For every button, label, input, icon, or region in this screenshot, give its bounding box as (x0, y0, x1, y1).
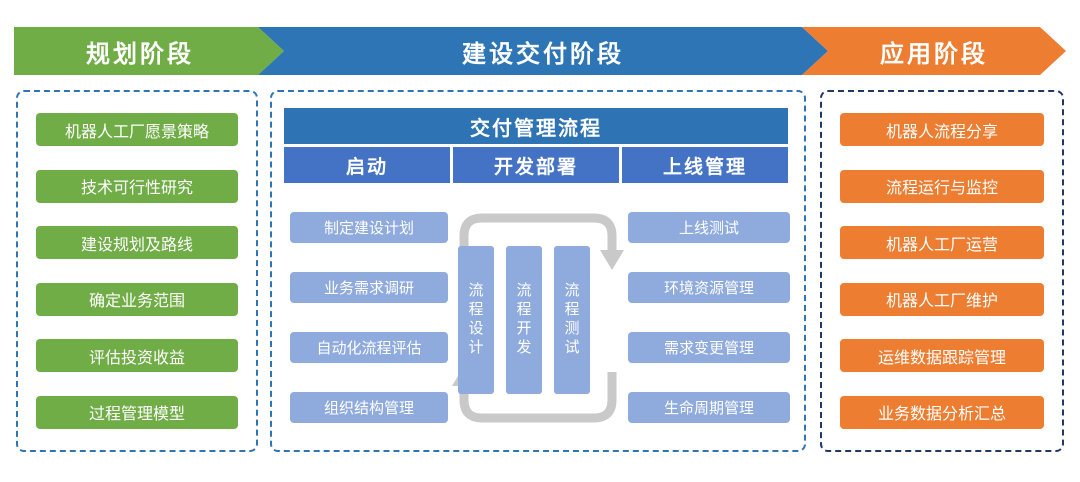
dev-cycle: 流程设计 流程开发 流程测试 (450, 204, 626, 432)
delivery-column-headers: 启动 开发部署 上线管理 (284, 147, 788, 183)
cycle-step: 流程设计 (458, 246, 494, 394)
column-header-online: 上线管理 (619, 147, 788, 183)
delivery-title: 交付管理流程 (284, 108, 788, 144)
phase-banner-planning: 规划阶段 (14, 27, 284, 75)
start-step: 自动化流程评估 (290, 332, 448, 363)
application-item: 业务数据分析汇总 (840, 395, 1044, 429)
online-step: 环境资源管理 (628, 272, 790, 303)
phase-banner-application: 应用阶段 (802, 27, 1066, 75)
planning-item: 过程管理模型 (36, 395, 238, 429)
online-step: 生命周期管理 (628, 392, 790, 423)
online-step: 上线测试 (628, 212, 790, 243)
start-step: 组织结构管理 (290, 392, 448, 423)
planning-item: 评估投资收益 (36, 339, 238, 373)
start-step: 制定建设计划 (290, 212, 448, 243)
application-item: 机器人工厂运营 (840, 226, 1044, 260)
online-step: 需求变更管理 (628, 332, 790, 363)
application-item: 机器人工厂维护 (840, 282, 1044, 316)
planning-item: 机器人工厂愿景策略 (36, 113, 238, 146)
start-step: 业务需求调研 (290, 272, 448, 303)
application-item: 机器人流程分享 (840, 113, 1044, 146)
phase-banner-delivery: 建设交付阶段 (258, 27, 828, 75)
cycle-step: 流程开发 (506, 246, 542, 394)
delivery-panel: 交付管理流程 启动 开发部署 上线管理 制定建设计划 业务需求调研 自动化流程评… (270, 90, 806, 452)
cycle-step: 流程测试 (554, 246, 590, 394)
planning-item: 确定业务范围 (36, 282, 238, 316)
column-header-dev-deploy: 开发部署 (450, 147, 619, 183)
planning-item: 建设规划及路线 (36, 226, 238, 260)
application-item: 运维数据跟踪管理 (840, 339, 1044, 373)
application-item: 流程运行与监控 (840, 169, 1044, 203)
column-header-start: 启动 (284, 147, 450, 183)
planning-item: 技术可行性研究 (36, 169, 238, 203)
application-panel: 机器人流程分享 流程运行与监控 机器人工厂运营 机器人工厂维护 运维数据跟踪管理… (820, 90, 1064, 452)
planning-panel: 机器人工厂愿景策略 技术可行性研究 建设规划及路线 确定业务范围 评估投资收益 … (16, 90, 258, 452)
